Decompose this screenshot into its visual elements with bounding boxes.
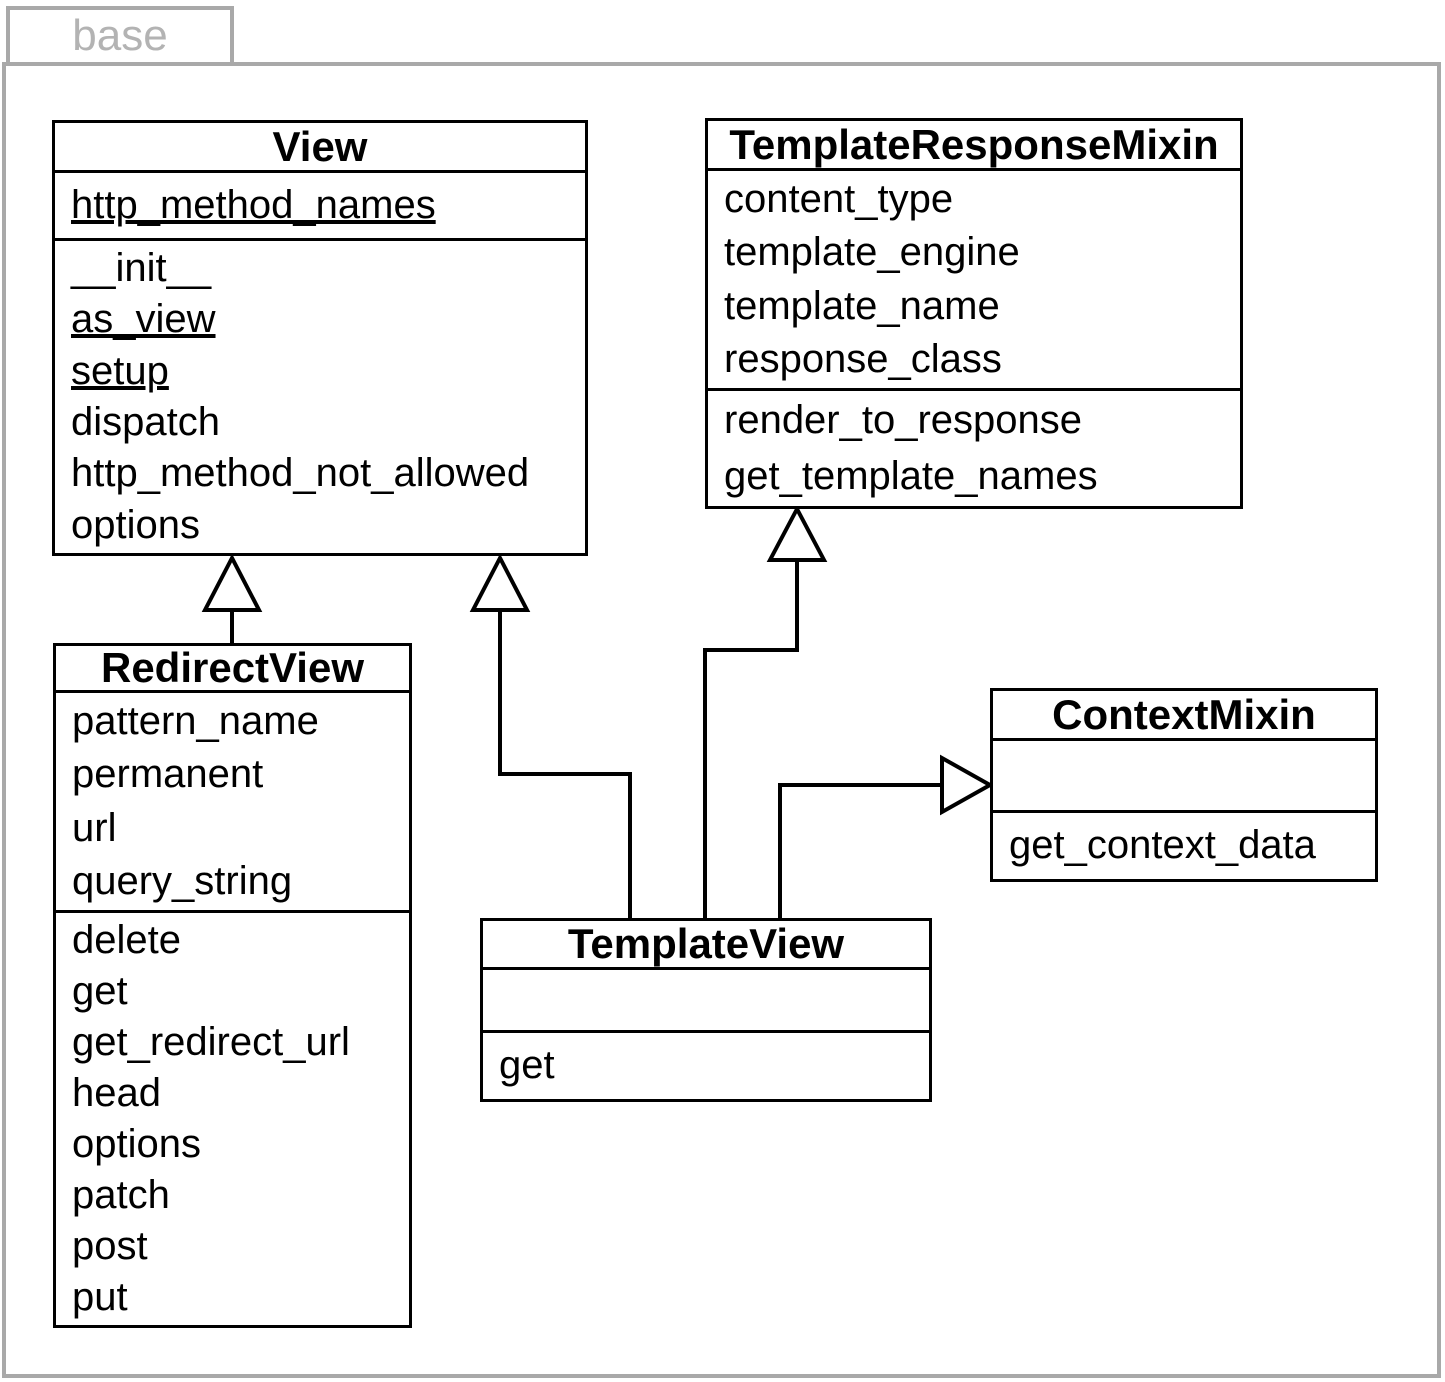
methods-section: render_to_response get_template_names — [708, 388, 1240, 506]
member-response_class: response_class — [724, 336, 1002, 381]
package-tab: base — [6, 6, 234, 66]
member-permanent: permanent — [72, 752, 264, 797]
member-pattern_name: pattern_name — [72, 699, 319, 744]
member-get: get — [499, 1043, 555, 1088]
attributes-section — [483, 967, 929, 1030]
member-options: options — [72, 1121, 201, 1166]
member-template_engine: template_engine — [724, 230, 1020, 275]
member-__init__: __init__ — [71, 246, 212, 291]
class-box-templateview: TemplateView get — [480, 918, 932, 1102]
member-http_method_not_allowed: http_method_not_allowed — [71, 451, 530, 496]
class-title: ContextMixin — [1052, 690, 1316, 738]
class-box-redirectview: RedirectView pattern_name permanent url que… — [53, 643, 412, 1328]
member-delete: delete — [72, 917, 181, 962]
attributes-section — [993, 738, 1375, 810]
member-dispatch: dispatch — [71, 400, 220, 445]
attributes-section: http_method_names — [55, 170, 585, 238]
attributes-section: content_type template_engine template_name… — [708, 168, 1240, 388]
member-post: post — [72, 1223, 148, 1268]
class-title: TemplateView — [567, 920, 845, 967]
methods-section: get — [483, 1030, 929, 1099]
member-render_to_response: render_to_response — [724, 398, 1083, 443]
member-content_type: content_type — [724, 177, 954, 222]
member-options: options — [71, 502, 200, 547]
member-head: head — [72, 1070, 161, 1115]
class-title: TemplateResponseMixin — [729, 120, 1219, 168]
member-patch: patch — [72, 1172, 170, 1217]
methods-section: get_context_data — [993, 810, 1375, 879]
class-title: RedirectView — [100, 644, 364, 691]
package-frame — [2, 62, 1441, 1378]
member-setup: setup — [71, 348, 169, 393]
member-http_method_names: http_method_names — [71, 182, 436, 227]
attributes-section: pattern_name permanent url query_string — [56, 690, 409, 910]
member-template_name: template_name — [724, 283, 1000, 328]
member-get_template_names: get_template_names — [724, 453, 1098, 498]
package-tab-label: base — [72, 11, 168, 60]
class-box-contextmixin: ContextMixin get_context_data — [990, 688, 1378, 882]
class-title: View — [272, 122, 368, 170]
member-query_string: query_string — [72, 858, 293, 903]
member-get: get — [72, 968, 128, 1013]
member-url: url — [72, 805, 117, 850]
member-as_view: as_view — [71, 297, 216, 342]
member-put: put — [72, 1274, 128, 1319]
member-get_context_data: get_context_data — [1009, 823, 1316, 868]
member-get_redirect_url: get_redirect_url — [72, 1019, 350, 1064]
